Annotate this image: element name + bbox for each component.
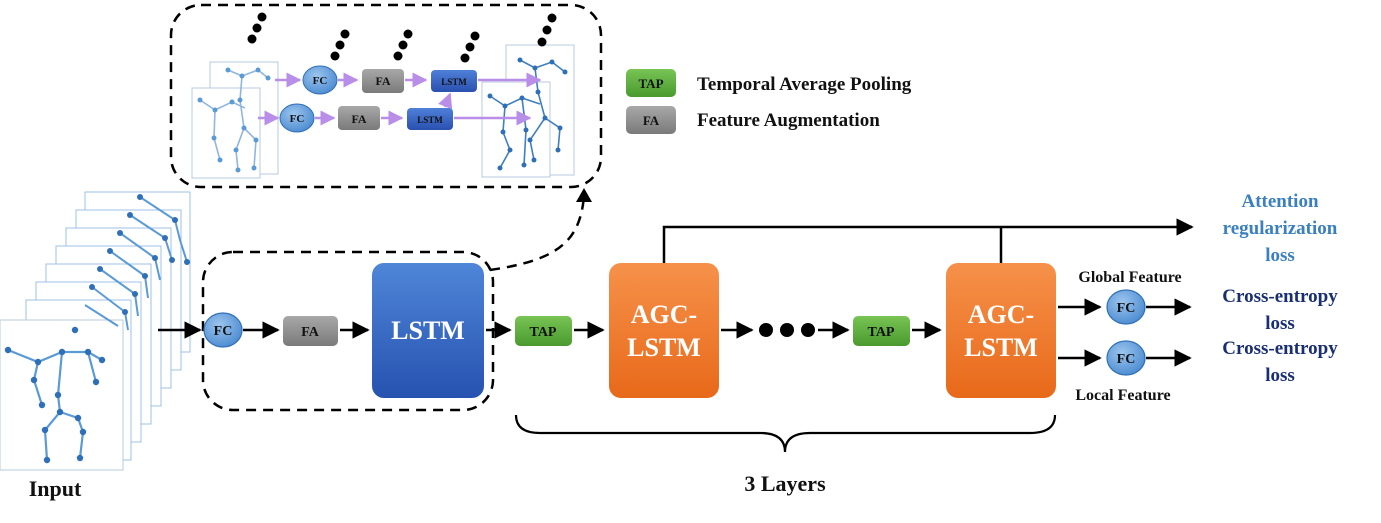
attention-loss-line2: regularization [1223,218,1338,239]
inset-lstm-label-r2: LSTM [417,115,443,125]
fc-label-main: FC [214,324,233,339]
inset-fa-label-r2: FA [351,112,366,126]
legend-tap-label: TAP [638,76,663,91]
fc-label-global: FC [1117,301,1136,316]
global-ce-loss-line1: Cross-entropy [1222,286,1338,307]
global-ce-loss-line2: loss [1265,313,1295,334]
tap-node-1 [515,316,572,346]
inset-fa-r2 [338,106,380,130]
inset-right-joints [487,57,568,171]
input-label: Input [29,476,82,501]
fc-label-local: FC [1117,352,1136,367]
local-ce-loss-line1: Cross-entropy [1222,338,1338,359]
tap-node-2 [853,316,910,346]
tap-label-2: TAP [868,325,895,340]
agc-lstm-block-2 [946,263,1056,398]
attention-loss-line1: Attention [1241,191,1318,212]
zoom-dashed-arrow [489,195,586,272]
inset-sequence-dots [247,12,557,63]
global-feature-label: Global Feature [1078,269,1181,286]
inset-fc-label-r2: FC [290,113,305,125]
local-ce-loss-line2: loss [1265,365,1295,386]
inset-lstm-label-r1: LSTM [441,77,467,87]
ellipsis-dots [759,323,815,337]
input-front-joints [4,326,106,464]
fa-label-main: FA [301,325,320,340]
legend-fa-swatch [626,106,676,134]
input-stack-joints [89,194,190,315]
agc-lstm-2-line1: AGC- [968,300,1034,329]
inset-dashed-box [169,3,603,189]
zoom-arrow-head [576,188,592,202]
inset-fa-label-r1: FA [375,74,390,88]
inset-left-joints [197,67,271,173]
attention-bus-line [662,218,1194,263]
layers-label: 3 Layers [744,471,826,496]
fc-node-main [203,312,243,348]
layers-brace [514,414,1057,453]
tap-label-1: TAP [530,325,557,340]
fc-node-local [1106,340,1146,376]
local-feature-label: Local Feature [1075,387,1170,404]
inset-fc-r2 [279,103,315,133]
inset-lstm-r1 [431,70,477,92]
inset-recurrent-arrow [438,92,453,110]
fc-node-global [1106,289,1146,325]
agc-lstm-block-1 [609,263,719,398]
legend-fa-desc: Feature Augmentation [697,110,880,131]
inset-fa-r1 [362,69,404,93]
fa-node-main [283,316,338,346]
legend-fa-label: FA [643,113,660,128]
agc-lstm-1-line2: LSTM [627,333,701,362]
lstm-label: LSTM [391,316,465,345]
lstm-block [372,263,484,398]
inset-left-frames [191,61,279,179]
inset-lstm-r2 [407,108,453,130]
agc-lstm-1-line1: AGC- [631,300,697,329]
inset-fc-r1 [302,65,338,95]
legend-tap-swatch [626,69,676,97]
agc-lstm-2-line2: LSTM [964,333,1038,362]
inset-fc-label-r1: FC [313,75,328,87]
input-frame-stack [0,191,191,471]
legend-tap-desc: Temporal Average Pooling [697,74,912,95]
attention-loss-line3: loss [1265,245,1295,266]
